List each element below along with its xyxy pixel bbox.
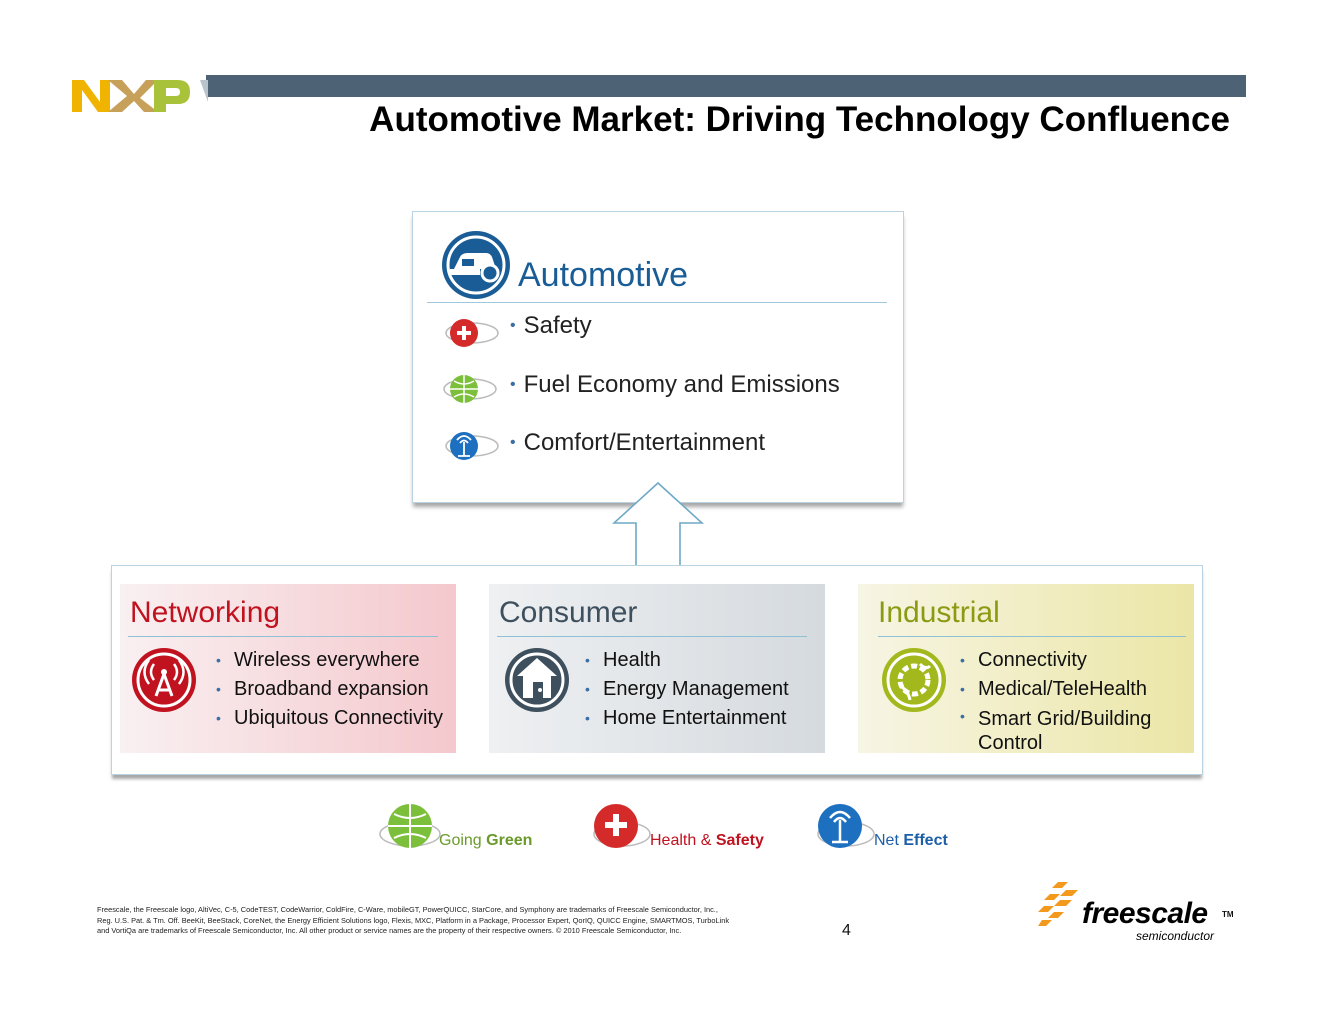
wireless-tower-icon	[132, 648, 196, 712]
gear-globe-icon	[882, 648, 946, 712]
freescale-wordmark: freescale	[1082, 897, 1208, 930]
health-safety-icon	[445, 319, 499, 347]
industrial-card: Industrial Connectivity Medical/TeleHeal…	[858, 584, 1194, 755]
legal-notice: Freescale, the Freescale logo, AltiVec, …	[97, 905, 730, 935]
list-item: Broadband expansion	[216, 675, 443, 704]
going-green-globe-icon	[443, 375, 497, 403]
automotive-item: •Safety	[510, 312, 592, 339]
net-effect-antenna-icon	[445, 432, 499, 460]
automotive-divider	[427, 302, 887, 303]
net-effect-label: Net Effect	[874, 832, 948, 849]
freescale-logo-mark	[1038, 882, 1078, 926]
list-item: Smart Grid/Building Control	[960, 704, 1178, 755]
list-item: Home Entertainment	[585, 704, 789, 733]
header-bar	[206, 75, 1246, 97]
automotive-item: •Comfort/Entertainment	[510, 429, 766, 456]
automotive-title: Automotive	[518, 256, 689, 294]
going-green-label: Going Green	[439, 832, 533, 849]
list-item: Health	[585, 646, 789, 675]
list-item: Ubiquitous Connectivity	[216, 704, 443, 733]
consumer-card: Consumer Health Energy Management Home E…	[489, 584, 825, 753]
networking-title: Networking	[130, 596, 281, 629]
consumer-title: Consumer	[499, 596, 638, 629]
consumer-list: Health Energy Management Home Entertainm…	[585, 646, 789, 733]
trademark-symbol: TM	[1222, 910, 1234, 919]
health-safety-icon	[593, 804, 651, 848]
card-divider	[878, 636, 1186, 637]
card-divider	[128, 636, 438, 637]
page-number: 4	[842, 922, 851, 939]
health-safety-label: Health & Safety	[650, 832, 764, 849]
nxp-logo	[72, 80, 208, 112]
home-icon	[505, 648, 569, 712]
list-item: Wireless everywhere	[216, 646, 443, 675]
networking-list: Wireless everywhere Broadband expansion …	[216, 646, 443, 733]
list-item: Energy Management	[585, 675, 789, 704]
industrial-title: Industrial	[878, 596, 1000, 629]
going-green-globe-icon	[379, 804, 441, 848]
industrial-list: Connectivity Medical/TeleHealth Smart Gr…	[960, 646, 1178, 755]
automotive-item: •Fuel Economy and Emissions	[510, 371, 840, 398]
car-icon	[442, 231, 510, 299]
net-effect-antenna-icon	[817, 804, 875, 848]
networking-card: Networking Wireless everywhere Broadband…	[120, 584, 456, 753]
freescale-subtitle: semiconductor	[1136, 929, 1215, 943]
card-divider	[497, 636, 807, 637]
list-item: Medical/TeleHealth	[960, 675, 1178, 704]
up-arrow	[612, 481, 704, 567]
page-title: Automotive Market: Driving Technology Co…	[369, 100, 1230, 139]
list-item: Connectivity	[960, 646, 1178, 675]
